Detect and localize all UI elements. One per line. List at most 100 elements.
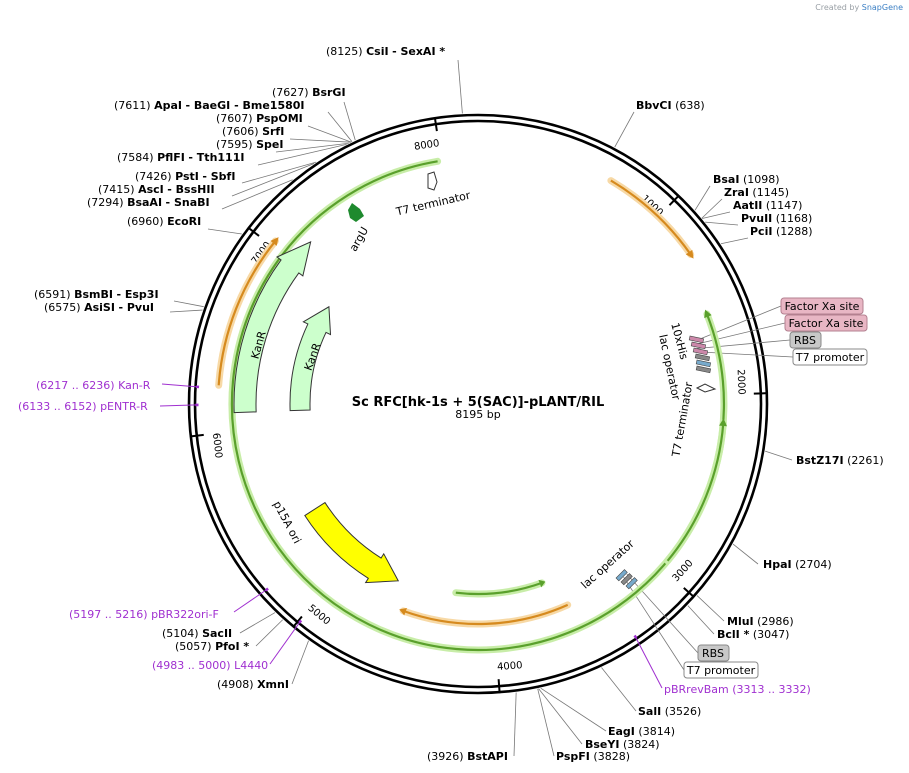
enzyme-label-hpa: HpaI (2704) [763,558,832,571]
tick-7000 [247,226,260,237]
enzyme-label-eag: EagI (3814) [608,725,675,738]
leader-aat [702,211,731,219]
marker-3 [694,353,711,362]
marker-0 [688,335,705,344]
box-leader-rbs1 [697,339,791,349]
leader-psp [307,125,352,143]
leader-pst [241,161,317,184]
enzyme-label-bsrg: (7627) BsrGI [272,86,346,99]
leader-xmn [291,640,309,685]
tick-label-6000: 6000 [210,432,224,459]
leader-bsai [694,185,711,211]
plasmid-size: 8195 bp [455,408,500,421]
enzyme-label-pvu2: PvuII (1168) [741,212,812,225]
svg-text:T7 promoter: T7 promoter [795,351,865,364]
tick-label-8000: 8000 [413,138,440,153]
leader-eag [540,687,607,732]
snapgene-brand: SnapGene [861,3,903,12]
enzyme-label-asis: (6575) AsiSI - PvuI [44,301,154,314]
leader-bbvc [614,111,635,148]
primer-leader-kanr [161,383,198,388]
tick-1000 [668,194,680,206]
leader-pfo [255,619,283,647]
primer-label-l4440: (4983 .. 5000) L4440 [152,659,268,672]
leader-sac2 [239,612,276,634]
marker-2 [692,347,709,356]
enzyme-label-pci: PciI (1288) [750,225,813,238]
enzyme-label-sac2: (5104) SacII [162,627,232,640]
box-leader-fxa2 [695,322,786,345]
tick-label-2000: 2000 [735,369,747,395]
leader-bsmb [173,300,204,308]
enzyme-label-mlu: MluI (2986) [727,615,794,628]
enzyme-label-asc: (7415) AscI - BssHII [98,183,215,196]
leader-csi [457,59,463,114]
p15a-ori-arrow [304,501,400,584]
backbone [187,113,769,695]
primer-label-kan-r: (6217 .. 6236) Kan-R [36,379,151,392]
enzyme-label-xmn: (4908) XmnI [217,678,289,691]
leader-bsey [538,688,583,745]
enzyme-label-bsmb: (6591) BsmBI - Esp3I [34,288,159,301]
backbone-outer-ring [187,113,769,695]
primer-label-pbr322ori-f: (5197 .. 5216) pBR322ori-F [69,608,219,621]
enzyme-labels: (8125) CsiI - SexAI * (7627) BsrGI (7611… [34,45,884,763]
credit-prefix: Created by [815,3,860,12]
tick-label-5000: 5000 [305,603,332,628]
primer-mark-pbr [264,587,269,592]
leader-zra [701,198,723,219]
box-t7-promoter-1: T7 promoter [792,348,868,366]
enzyme-label-pst: (7426) PstI - SbfI [135,170,235,183]
leader-ecor [207,228,242,235]
enzyme-label-bbvc: BbvCI (638) [636,99,705,112]
enzyme-label-bsey: BseYI (3824) [585,738,660,751]
leader-pspf [537,688,555,757]
leader-lines [159,59,794,757]
marker-5 [695,365,712,374]
enzyme-label-bsaa: (7294) BsaAI - SnaBI [87,196,210,209]
orf-right-green [664,418,728,565]
leader-bstz [765,450,793,461]
kanr-arrow-outer [233,241,312,414]
box-factor-xa-site-2: Factor Xa site [784,314,868,332]
enzyme-label-ecor: (6960) EcoRI [127,215,201,228]
enzyme-label-aat: AatII (1147) [733,199,802,212]
leader-pvu2 [705,221,739,226]
leader-pci [720,237,749,245]
primer-leader-pentr [159,404,198,407]
primer-mark-l4440 [298,619,303,624]
enzyme-label-bstap: (3926) BstAPI [427,750,508,763]
tick-label-3000: 3000 [670,558,695,584]
lac-operator-bottom-markers [615,569,638,590]
tick-label-4000: 4000 [497,660,523,673]
orf-orange-top [607,177,695,259]
tick-4000 [497,679,501,694]
t7-terminator-right-glyph [695,383,717,393]
argu-arrow [348,203,364,222]
lac-marker-1 [620,573,633,586]
snapgene-credit: Created by SnapGene [815,3,903,12]
leader-hpa [732,543,759,565]
t7-terminator-top-glyph [427,171,438,191]
primer-labels: (6217 .. 6236) Kan-R (6133 .. 6152) pENT… [18,379,811,696]
enzyme-label-bcl: BclI * (3047) [717,628,789,641]
orf-left-orange [215,237,279,389]
marker-1 [690,341,707,350]
enzyme-label-sal: SalI (3526) [638,705,701,718]
tick-3000 [683,587,695,598]
feature-label-argU: argU [347,225,371,254]
box-rbs-2: RBS [697,644,730,662]
box-t7-promoter-2: T7 promoter [683,661,759,679]
primer-label-pbrrevbam: pBRrevBam (3313 .. 3332) [664,683,811,696]
boxed-labels: Factor Xa site Factor Xa site RBS T7 pro… [683,297,868,679]
orf-orange-bottom [399,601,572,628]
leader-pfl [257,143,347,166]
box-leader-fxa1 [694,305,782,342]
enzyme-label-pfo: (5057) PfoI * [175,640,249,653]
svg-text:Factor Xa site: Factor Xa site [789,317,864,330]
orf-bottom-green [452,579,546,598]
primer-leader-pbrrev [634,636,663,689]
lac-marker-0 [615,569,628,582]
feature-label-t7-terminator-top: T7 terminator [394,189,472,219]
leader-bsrg [343,101,356,141]
